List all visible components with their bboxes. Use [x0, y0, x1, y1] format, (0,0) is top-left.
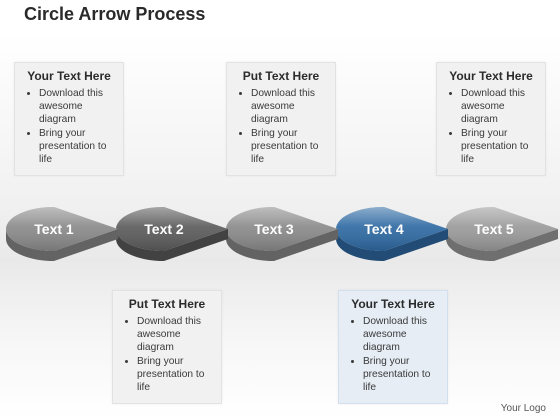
segment-gloss — [6, 207, 118, 251]
text-box-top-1: Your Text Here Download this awesome dia… — [14, 62, 124, 176]
bullet-item: Download this awesome diagram — [363, 315, 441, 354]
text-box-bottom-1: Put Text Here Download this awesome diag… — [112, 290, 222, 404]
bullet-item: Bring your presentation to life — [137, 355, 215, 394]
bullet-item: Bring your presentation to life — [461, 127, 539, 166]
page-title: Circle Arrow Process — [24, 4, 206, 24]
bullet-item: Download this awesome diagram — [137, 315, 215, 354]
bullet-item: Bring your presentation to life — [39, 127, 117, 166]
segment-label: Text 1 — [34, 221, 74, 237]
bullet-list: Download this awesome diagram Bring your… — [233, 87, 329, 166]
bullet-list: Download this awesome diagram Bring your… — [443, 87, 539, 166]
segment-edge — [336, 229, 448, 261]
segment-edge — [6, 229, 118, 261]
text-box-heading: Your Text Here — [27, 69, 111, 83]
bullet-list: Download this awesome diagram Bring your… — [21, 87, 117, 166]
segment-edge — [226, 229, 338, 261]
bullet-item: Bring your presentation to life — [251, 127, 329, 166]
bullet-item: Bring your presentation to life — [363, 355, 441, 394]
segment-label: Text 3 — [254, 221, 294, 237]
bullet-list: Download this awesome diagram Bring your… — [345, 315, 441, 394]
segment-label: Text 4 — [364, 221, 404, 237]
text-box-heading: Your Text Here — [351, 297, 435, 311]
logo-text: Your Logo — [500, 403, 546, 414]
bullet-item: Download this awesome diagram — [251, 87, 329, 126]
process-segment-5: Text 5 — [446, 207, 558, 261]
segment-label: Text 2 — [144, 221, 184, 237]
segment-edge — [446, 229, 558, 261]
segment-gloss — [116, 207, 228, 251]
segment-edge — [116, 229, 228, 261]
circle-arrow-process: Text 5 Text 4 Text 3 Text 2 Text 1 — [6, 207, 558, 261]
process-segment-1: Text 1 — [6, 207, 118, 261]
process-segment-3: Text 3 — [226, 207, 338, 261]
bullet-list: Download this awesome diagram Bring your… — [119, 315, 215, 394]
bullet-item: Download this awesome diagram — [461, 87, 539, 126]
process-segment-2: Text 2 — [116, 207, 228, 261]
segment-gloss — [226, 207, 338, 251]
text-box-heading: Put Text Here — [128, 297, 206, 311]
segment-gloss — [446, 207, 558, 251]
process-segment-4: Text 4 — [336, 207, 448, 261]
bullet-item: Download this awesome diagram — [39, 87, 117, 126]
text-box-heading: Put Text Here — [242, 69, 320, 83]
segment-gloss — [336, 207, 448, 251]
text-box-bottom-2: Your Text Here Download this awesome dia… — [338, 290, 448, 404]
text-box-heading: Your Text Here — [449, 69, 533, 83]
segment-label: Text 5 — [474, 221, 514, 237]
text-box-top-2: Put Text Here Download this awesome diag… — [226, 62, 336, 176]
text-box-top-3: Your Text Here Download this awesome dia… — [436, 62, 546, 176]
